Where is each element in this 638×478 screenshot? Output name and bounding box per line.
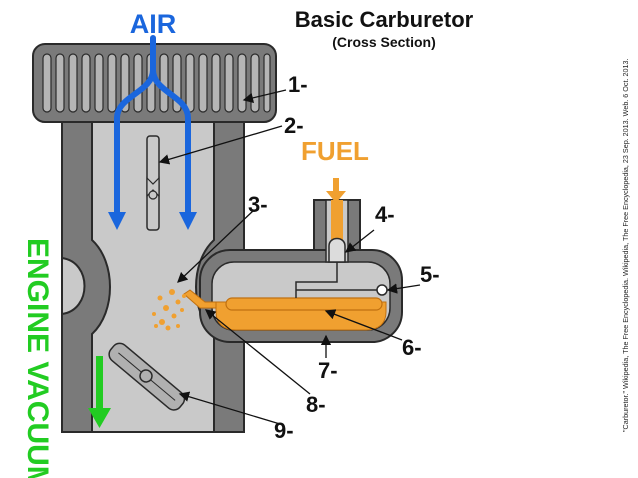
diagram-title: Basic Carburetor — [295, 7, 474, 32]
citation-text: "Carburetor." Wikipedia, The Free Encycl… — [621, 59, 630, 432]
needle-valve — [328, 237, 346, 263]
air-arrowhead-left — [108, 212, 126, 230]
part-number-4: 4- — [375, 202, 395, 227]
float — [225, 297, 383, 311]
float-pivot — [376, 284, 388, 296]
part-number-6: 6- — [402, 335, 422, 360]
main-jet — [183, 289, 217, 309]
part-number-8: 8- — [306, 392, 326, 417]
diagram-subtitle: (Cross Section) — [332, 34, 435, 50]
choke-valve — [146, 135, 160, 231]
fuel-flow-arrow — [326, 178, 346, 203]
air-label: AIR — [130, 9, 177, 39]
part-number-7: 7- — [318, 358, 338, 383]
fuel-label: FUEL — [301, 136, 369, 166]
air-arrowhead-right — [179, 212, 197, 230]
air-flow-arrows — [114, 35, 191, 217]
fuel-droplets — [152, 289, 186, 331]
leader-lines — [158, 89, 421, 425]
part-number-3: 3- — [248, 192, 268, 217]
throttle-valve — [108, 342, 186, 411]
part-number-2: 2- — [284, 113, 304, 138]
part-number-1: 1- — [288, 72, 308, 97]
vacuum-arrow — [88, 356, 111, 428]
part-number-5: 5- — [420, 262, 440, 287]
vacuum-port — [61, 256, 86, 316]
part-number-9: 9- — [274, 418, 294, 443]
engine-vacuum-label: ENGINE VACUUM — [21, 238, 54, 478]
